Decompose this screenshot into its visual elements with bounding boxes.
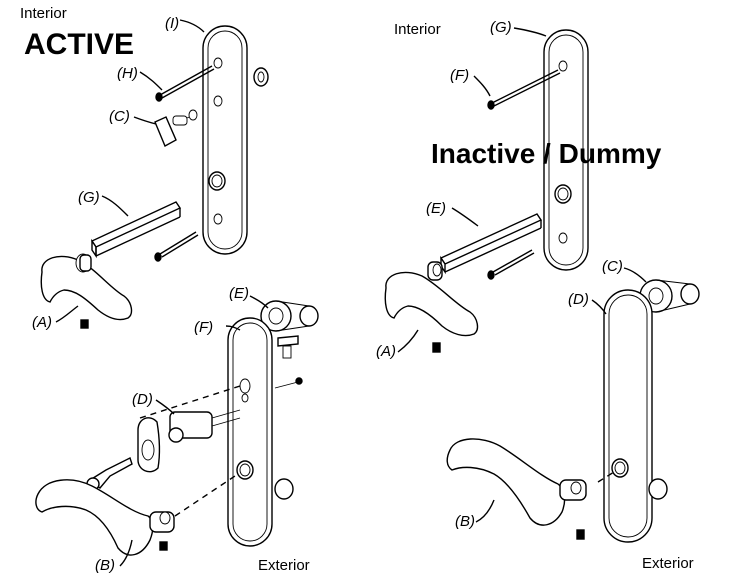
active-spindle-g — [90, 201, 182, 259]
active-lever-a — [40, 253, 133, 329]
active-lever-b — [35, 479, 175, 556]
active-lower-screw — [154, 231, 199, 262]
inactive-part-c-label: (C) — [602, 258, 623, 275]
inactive-screw-f — [487, 69, 561, 110]
active-part-a-label: (A) — [32, 314, 52, 331]
active-part-d-label: (D) — [132, 391, 153, 408]
active-title: ACTIVE — [24, 28, 135, 61]
inactive-lever-a — [384, 261, 479, 353]
active-part-i-label: (I) — [165, 15, 180, 32]
inactive-part-e-label: (E) — [426, 200, 446, 217]
active-thumbturn-c — [154, 109, 198, 147]
inactive-lower-screw — [487, 249, 535, 280]
active-part-c-label: (C) — [109, 108, 130, 125]
inactive-part-g-label: (G) — [490, 19, 512, 36]
inactive-part-f-label: (F) — [450, 67, 470, 84]
inactive-interior-label: Interior — [394, 21, 441, 38]
active-part-b-label: (B) — [95, 557, 115, 574]
active-thumbturn-washer — [253, 67, 269, 87]
active-part-g-label: (G) — [78, 189, 100, 206]
inactive-exterior-plate-d — [603, 289, 653, 543]
active-exterior-rose-e — [260, 300, 319, 332]
inactive-interior-plate — [543, 29, 589, 271]
active-cylinder-d — [137, 409, 241, 473]
active-plate-screws — [274, 377, 303, 500]
inactive-spindle-e — [439, 213, 543, 275]
inactive-lever-b — [446, 438, 587, 540]
inactive-part-d-label: (D) — [568, 291, 589, 308]
active-key — [86, 457, 133, 491]
inactive-part-b-label: (B) — [455, 513, 475, 530]
leader-lines — [55, 19, 647, 567]
active-part-e-label: (E) — [229, 285, 249, 302]
active-exterior-label: Exterior — [258, 557, 310, 574]
active-interior-plate — [202, 25, 248, 255]
active-part-h-label: (H) — [117, 65, 138, 82]
inactive-exterior-label: Exterior — [642, 555, 694, 572]
inactive-part-a-label: (A) — [376, 343, 396, 360]
inactive-title: Inactive / Dummy — [431, 138, 662, 169]
active-part-f-label: (F) — [194, 319, 214, 336]
active-strike-bracket — [277, 335, 299, 359]
inactive-alignment-line — [597, 471, 615, 483]
inactive-plate-screw — [648, 478, 668, 500]
active-exterior-plate — [227, 317, 273, 547]
active-alignment-line-lever — [174, 473, 239, 517]
active-interior-label: Interior — [20, 5, 67, 22]
active-screw-h — [155, 65, 215, 102]
